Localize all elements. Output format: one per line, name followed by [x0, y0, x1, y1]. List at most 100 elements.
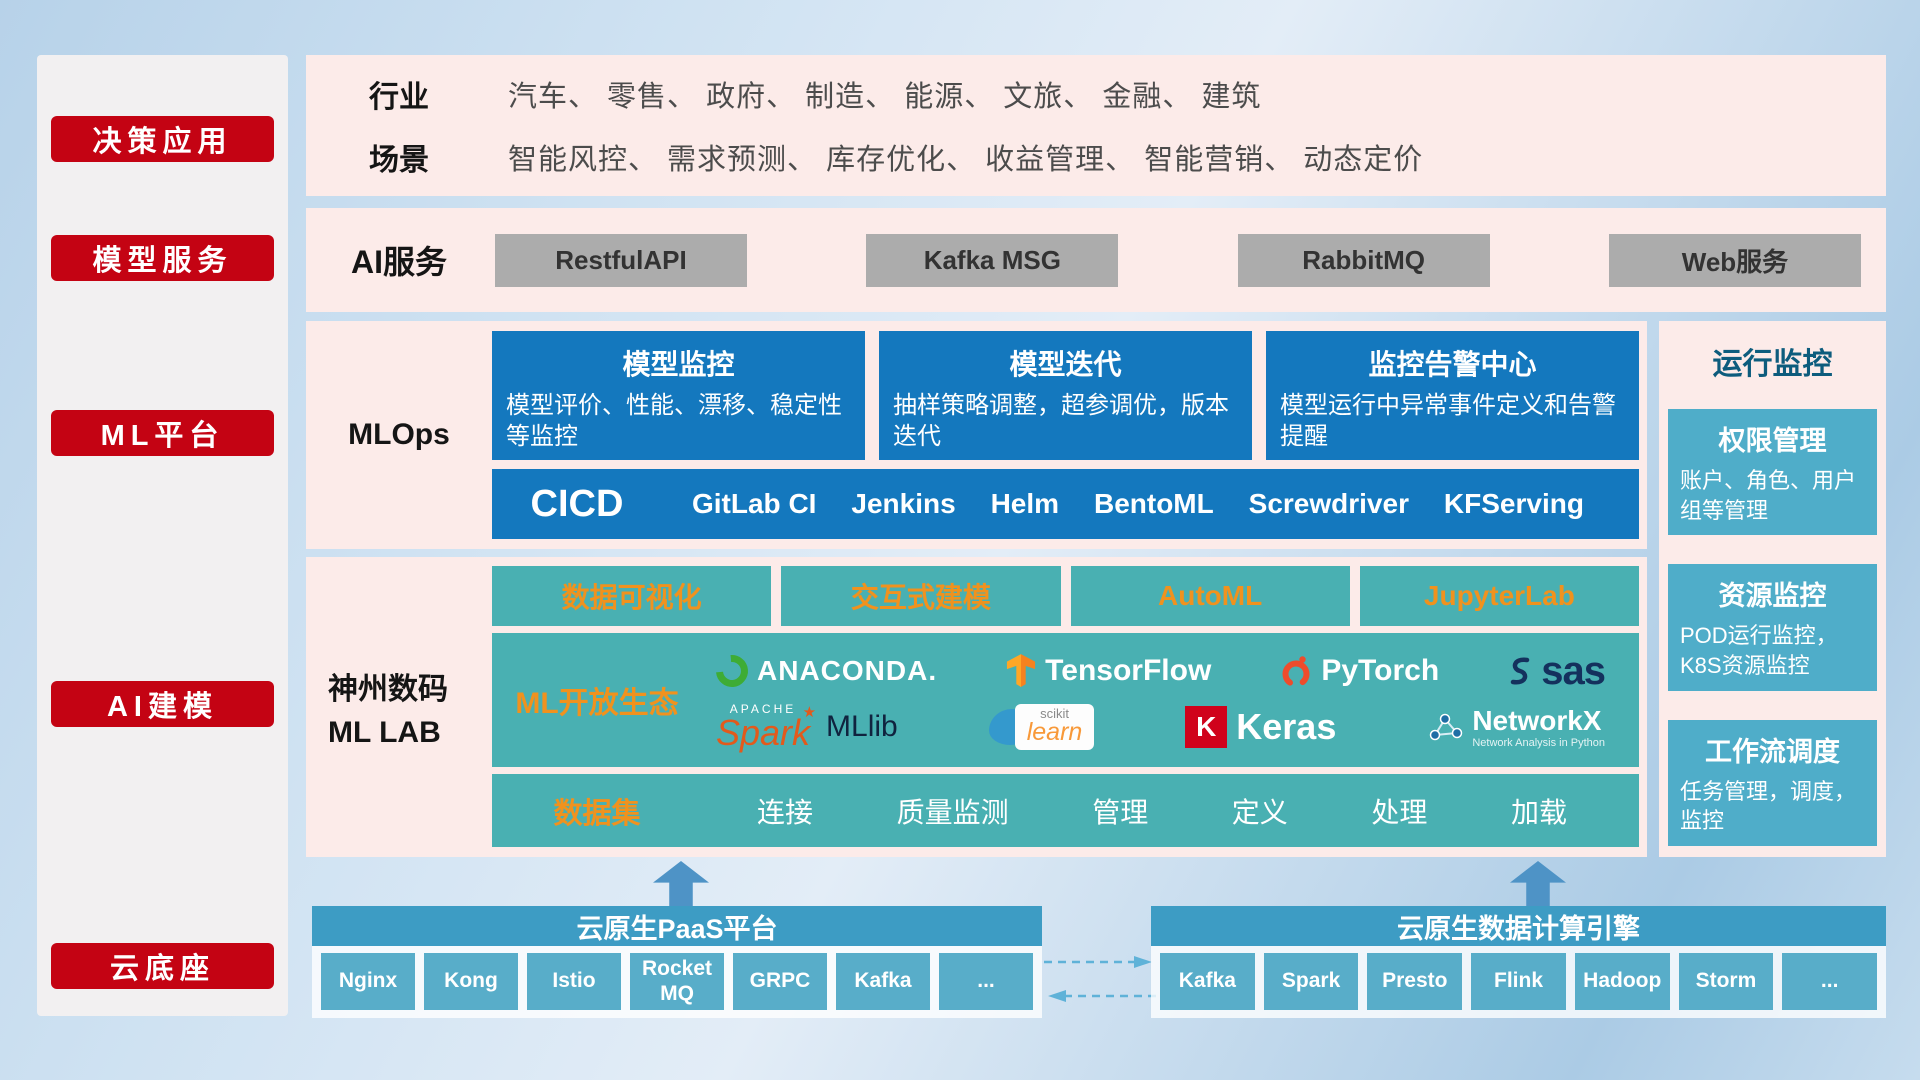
sas-logo: sas	[1508, 648, 1606, 694]
data-engine-section: 云原生数据计算引擎 Kafka Spark Presto Flink Hadoo…	[1151, 906, 1886, 1018]
card-desc: 账户、角色、用户组等管理	[1680, 468, 1857, 523]
more-tile: ...	[1782, 953, 1878, 1010]
step-quality: 质量监测	[896, 796, 1009, 828]
learn-label: learn	[1026, 718, 1083, 747]
bentoml-label: BentoML	[1093, 488, 1214, 520]
tab-automl: AutoML	[1070, 566, 1350, 627]
scikit-label: scikit	[1040, 706, 1069, 722]
spark-star-icon: ★	[802, 704, 817, 722]
pytorch-icon	[1282, 656, 1310, 688]
engine-title-bar: 云原生数据计算引擎	[1151, 906, 1886, 946]
cicd-label: CICD	[530, 482, 624, 525]
tensorflow-icon	[1007, 654, 1036, 688]
engine-tiles: Kafka Spark Presto Flink Hadoop Storm ..…	[1151, 946, 1886, 1018]
mllab-content: 数据可视化 交互式建模 AutoML JupyterLab ML开放生态 ANA…	[492, 557, 1647, 857]
sas-label: sas	[1541, 648, 1606, 693]
sas-swirl-icon	[1510, 657, 1530, 685]
card-title: 模型监控	[622, 349, 735, 380]
web-service-button: Web服务	[1608, 233, 1861, 287]
hadoop-tile: Hadoop	[1574, 953, 1670, 1010]
kong-tile: Kong	[424, 953, 518, 1010]
runtime-monitoring-title: 运行监控	[1712, 348, 1833, 381]
restfulapi-button: RestfulAPI	[495, 233, 747, 287]
nginx-tile: Nginx	[321, 953, 415, 1010]
pytorch-logo: PyTorch	[1280, 653, 1439, 689]
keras-label: Keras	[1236, 706, 1337, 748]
up-arrow-icon	[653, 861, 709, 906]
rocketmq-tile: RocketMQ	[630, 953, 724, 1010]
card-desc: 抽样策略调整，超参调优，版本迭代	[893, 392, 1229, 451]
pytorch-label: PyTorch	[1321, 654, 1440, 688]
mllab-label-line1: 神州数码	[328, 673, 448, 706]
dataset-steps: 连接 质量监测 管理 定义 处理 加载	[702, 791, 1639, 831]
tab-interactive-modeling: 交互式建模	[781, 566, 1061, 627]
card-desc: POD运行监控，K8S资源监控	[1680, 623, 1838, 679]
step-load: 加载	[1510, 796, 1567, 828]
networkx-subtitle: Network Analysis in Python	[1472, 737, 1605, 750]
paas-platform-section: 云原生PaaS平台 Nginx Kong Istio RocketMQ GRPC…	[312, 906, 1042, 1018]
ml-open-ecosystem-box: ML开放生态 ANACONDA. TensorFlow	[492, 633, 1639, 768]
mllib-label: MLlib	[826, 710, 898, 744]
presto-tile: Presto	[1367, 953, 1463, 1010]
sidebar-item-model-service: 模型服务	[51, 235, 274, 281]
mlops-cards: 模型监控 模型评价、性能、漂移、稳定性等监控 模型迭代 抽样策略调整，超参调优，…	[492, 331, 1639, 461]
resource-monitoring-card: 资源监控 POD运行监控，K8S资源监控	[1668, 564, 1877, 691]
networkx-icon	[1430, 714, 1463, 741]
flink-tile: Flink	[1471, 953, 1566, 1010]
networkx-label: NetworkX	[1472, 704, 1602, 736]
anaconda-icon	[709, 648, 755, 694]
spark-logo: APACHE Spark★	[716, 703, 816, 751]
scene-row: 场景 智能风控、 需求预测、 库存优化、 收益管理、 智能营销、 动态定价	[306, 135, 1886, 179]
storm-tile: Storm	[1678, 953, 1774, 1010]
permission-management-card: 权限管理 账户、角色、用户组等管理	[1668, 409, 1877, 536]
alert-center-card: 监控告警中心 模型运行中异常事件定义和告警提醒	[1266, 331, 1639, 461]
kafka-tile: Kafka	[836, 953, 930, 1010]
mlops-panel: MLOps 模型监控 模型评价、性能、漂移、稳定性等监控 模型迭代 抽样策略调整…	[306, 321, 1647, 549]
step-connect: 连接	[757, 796, 814, 828]
mllab-label-line2: ML LAB	[328, 716, 441, 749]
step-define: 定义	[1231, 796, 1288, 828]
mllab-panel: 神州数码 ML LAB 数据可视化 交互式建模 AutoML JupyterLa…	[306, 557, 1647, 857]
eco-logo-row: ANACONDA. TensorFlow	[702, 648, 1619, 694]
networkx-text: NetworkX Network Analysis in Python	[1472, 705, 1605, 750]
paas-tiles: Nginx Kong Istio RocketMQ GRPC Kafka ...	[312, 946, 1042, 1018]
jenkins-label: Jenkins	[851, 488, 956, 520]
mllab-feature-tabs: 数据可视化 交互式建模 AutoML JupyterLab	[492, 566, 1639, 627]
ai-service-buttons: RestfulAPI Kafka MSG RabbitMQ Web服务	[492, 233, 1886, 287]
industry-label: 行业	[369, 81, 429, 115]
step-process: 处理	[1371, 796, 1428, 828]
spark-tile: Spark	[1263, 953, 1359, 1010]
scikit-learn-card: scikit learn	[1014, 704, 1095, 751]
tensorflow-logo: TensorFlow	[1006, 654, 1211, 688]
ai-service-panel: AI服务 RestfulAPI Kafka MSG RabbitMQ Web服务	[306, 208, 1886, 312]
scene-list: 智能风控、 需求预测、 库存优化、 收益管理、 智能营销、 动态定价	[508, 143, 1424, 176]
eco-logos: ANACONDA. TensorFlow	[702, 633, 1639, 767]
mllab-label: 神州数码 ML LAB	[306, 557, 492, 857]
kafka-msg-button: Kafka MSG	[866, 233, 1119, 287]
ai-service-label: AI服务	[350, 244, 447, 280]
paas-title-bar: 云原生PaaS平台	[312, 906, 1042, 946]
runtime-monitoring-panel: 运行监控 权限管理 账户、角色、用户组等管理 资源监控 POD运行监控，K8S资…	[1659, 321, 1886, 857]
scikit-learn-logo: scikit learn	[988, 704, 1095, 751]
card-title: 工作流调度	[1705, 736, 1840, 767]
workflow-scheduling-card: 工作流调度 任务管理，调度，监控	[1668, 719, 1877, 847]
mlops-label: MLOps	[348, 418, 450, 451]
gitlab-ci-label: GitLab CI	[692, 488, 817, 520]
card-desc: 模型运行中异常事件定义和告警提醒	[1280, 392, 1616, 451]
cicd-bar: CICD GitLab CI Jenkins Helm BentoML Scre…	[492, 469, 1639, 539]
left-category-sidebar: 决策应用 模型服务 ML平台 AI建模 云底座	[37, 55, 288, 1016]
kafka-tile: Kafka	[1160, 953, 1255, 1010]
eco-label: ML开放生态	[515, 687, 679, 721]
sidebar-item-decision-apps: 决策应用	[51, 116, 274, 162]
kfserving-label: KFServing	[1443, 488, 1584, 520]
helm-label: Helm	[990, 488, 1060, 520]
more-tile: ...	[939, 953, 1033, 1010]
scene-label: 场景	[369, 143, 429, 177]
model-monitoring-card: 模型监控 模型评价、性能、漂移、稳定性等监控	[492, 331, 865, 461]
anaconda-logo: ANACONDA.	[709, 648, 937, 694]
eco-logo-row: APACHE Spark★ MLlib scikit learn	[702, 703, 1619, 751]
cicd-tools: GitLab CI Jenkins Helm BentoML Screwdriv…	[662, 488, 1639, 520]
industry-scene-panel: 行业 汽车、 零售、 政府、 制造、 能源、 文旅、 金融、 建筑 场景 智能风…	[306, 55, 1886, 196]
sidebar-item-ai-modeling: AI建模	[51, 681, 274, 727]
